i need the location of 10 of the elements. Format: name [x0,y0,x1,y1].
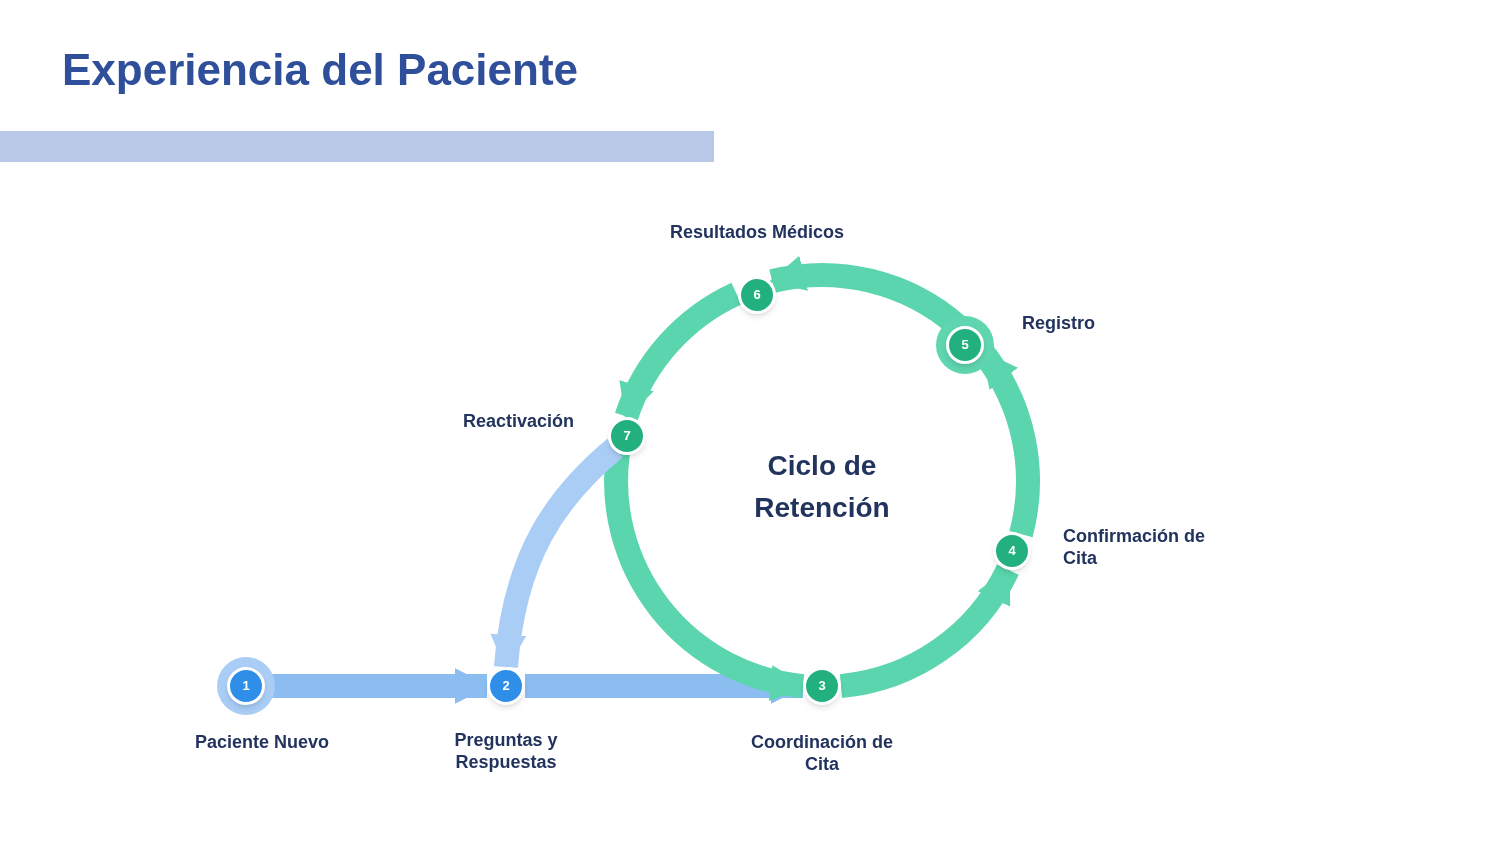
step-label: Resultados Médicos [668,221,845,243]
step-label: Reactivación [461,410,574,432]
center-label: Ciclo de Retención [753,449,891,525]
step-label: Preguntas y Respuestas [453,729,559,773]
step-label: Paciente Nuevo [193,731,331,753]
arrow [839,563,1019,698]
step-label: Confirmación de Cita [1063,525,1206,569]
step-label: Coordinación de Cita [750,731,894,775]
title: Experiencia del Paciente [62,48,579,92]
step-label: Registro [1022,312,1096,334]
